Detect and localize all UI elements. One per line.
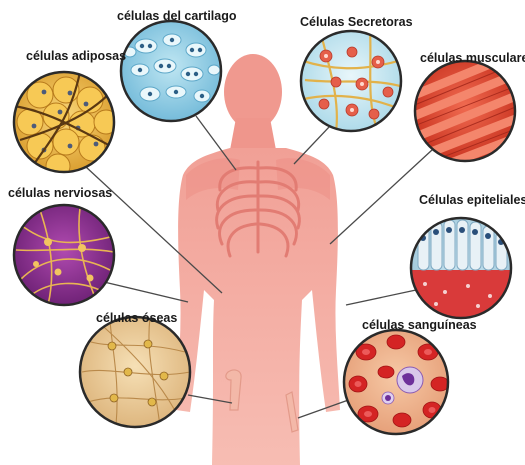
adipose-cells-circle (14, 72, 118, 178)
label-epithelial-cells: Células epiteliales (419, 193, 525, 207)
label-adipose-cells: células adiposas (26, 49, 126, 63)
nerve-cells-circle (14, 205, 114, 305)
cartilage-cells-circle (121, 21, 221, 121)
bone-cells-circle (80, 317, 190, 427)
epithelial-cells-circle (405, 218, 520, 330)
label-secretory-cells: Células Secretoras (300, 15, 413, 29)
label-nerve-cells: células nerviosas (8, 186, 112, 200)
label-muscle-cells: células musculares (420, 51, 525, 65)
blood-cells-circle (344, 330, 449, 434)
muscle-cells-circle (412, 60, 518, 168)
label-blood-cells: células sanguíneas (362, 318, 477, 332)
label-bone-cells: células óseas (96, 311, 177, 325)
secretory-cells-circle (300, 30, 402, 132)
label-cartilage-cells: células del cartilago (117, 9, 237, 23)
